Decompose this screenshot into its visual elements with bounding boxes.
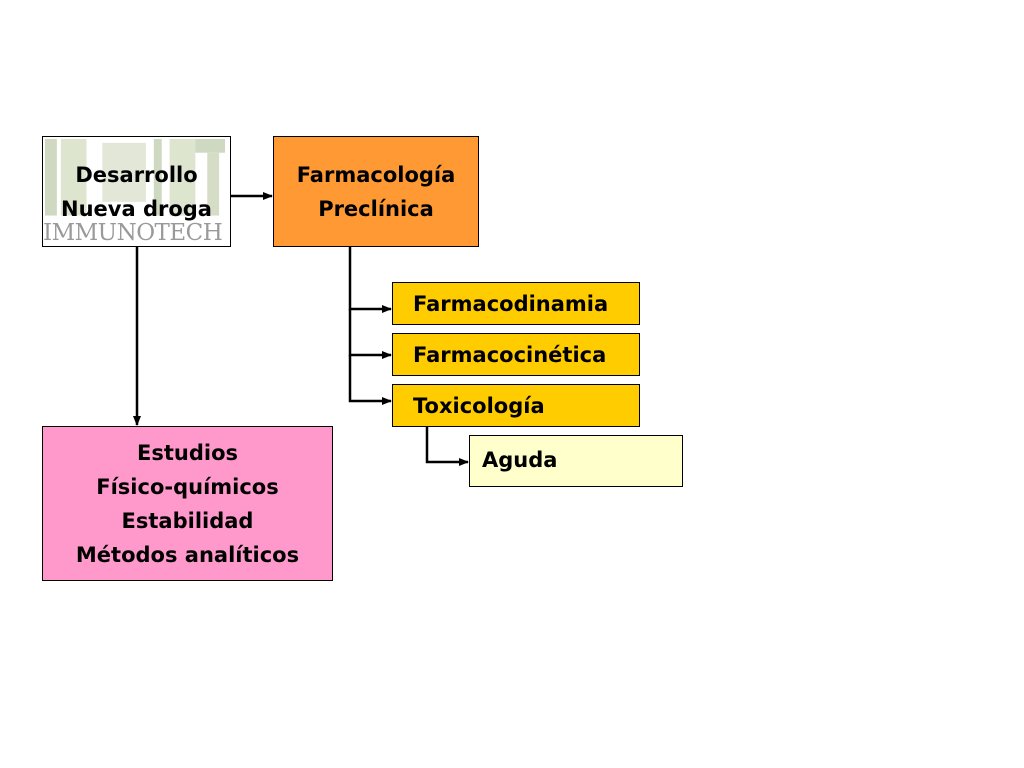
farmacocinetica-box: Farmacocinética (392, 333, 640, 376)
estudios-line-2: Físico-químicos (96, 474, 279, 499)
desarrollo-box: IMMUNOTECH Desarrollo Nueva droga (42, 136, 231, 247)
farmacodinamia-box: Farmacodinamia (392, 282, 640, 325)
immunotech-logo-image (44, 138, 226, 216)
aguda-box: Aguda (469, 435, 683, 487)
aguda-label: Aguda (482, 448, 558, 472)
arrow-farmacologia-to-farmacodinamia (348, 247, 392, 313)
toxicologia-label: Toxicología (413, 394, 545, 418)
estudios-line-1: Estudios (137, 440, 238, 465)
desarrollo-line-2: Nueva droga (61, 196, 212, 221)
estudios-line-4: Métodos analíticos (75, 542, 300, 567)
watermark-brand-text: IMMUNOTECH (43, 220, 223, 246)
farmacologia-preclinica-box: Farmacología Preclínica (273, 136, 479, 247)
estudios-line-3: Estabilidad (121, 508, 254, 533)
farmacologia-line-2: Preclínica (318, 196, 434, 221)
desarrollo-line-1: Desarrollo (75, 162, 198, 187)
farmacodinamia-label: Farmacodinamia (413, 292, 609, 316)
farmacocinetica-label: Farmacocinética (413, 343, 607, 367)
toxicologia-box: Toxicología (392, 384, 640, 427)
arrow-farmacologia-to-toxicologia (348, 355, 392, 405)
estudios-box: Estudios Físico-químicos Estabilidad Mét… (42, 426, 333, 581)
arrow-toxicologia-to-aguda (425, 427, 469, 466)
arrow-farmacologia-to-farmacocinetica (348, 309, 392, 359)
farmacologia-line-1: Farmacología (296, 162, 456, 187)
